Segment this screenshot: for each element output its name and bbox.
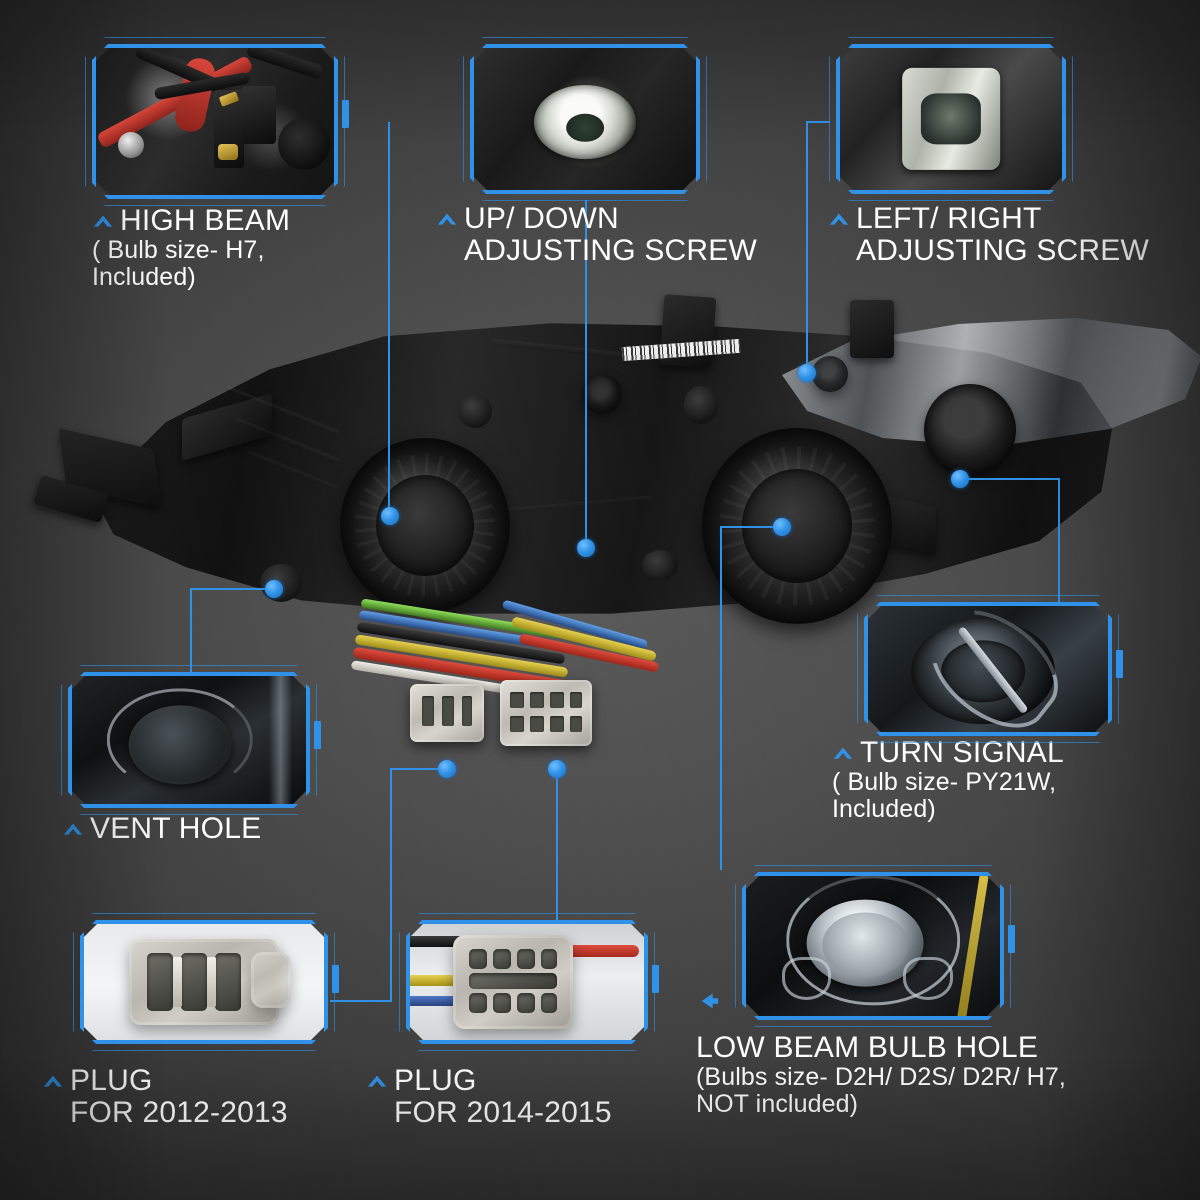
- leader-plug1-c: [390, 768, 446, 770]
- callout-plug-2012-2013: [80, 920, 339, 1044]
- chevron-up-icon: [62, 819, 84, 841]
- callout-sub1: ADJUSTING SCREW: [464, 234, 758, 268]
- leader-vent-b: [190, 588, 274, 590]
- label-low-beam-bulb-hole: LOW BEAM BULB HOLE (Bulbs size- D2H/ D2S…: [696, 993, 1196, 1118]
- callout-title: VENT HOLE: [90, 812, 262, 845]
- leader-lowbeam-a: [720, 526, 782, 528]
- leader-left-right-b: [806, 121, 808, 373]
- chevron-up-icon: [366, 1071, 388, 1093]
- label-vent-hole: VENT HOLE: [62, 812, 362, 845]
- callout-title: LOW BEAM BULB HOLE: [696, 1031, 1039, 1064]
- callout-title: HIGH BEAM: [120, 204, 291, 237]
- chevron-up-icon: [92, 211, 114, 233]
- leader-vent-a: [190, 588, 192, 678]
- high-beam-bowl: [340, 438, 510, 613]
- housing-post: [684, 386, 718, 424]
- plug-2014-2015-photo: [410, 924, 644, 1040]
- chevron-up-icon: [828, 209, 850, 231]
- hotspot-vent-hole: [265, 580, 283, 598]
- callout-sub1: ( Bulb size- PY21W,: [832, 768, 1057, 797]
- callout-plug-2014-2015: [406, 920, 659, 1044]
- leader-turn-b: [1058, 478, 1060, 608]
- leader-lowbeam-b: [720, 526, 722, 870]
- hotspot-low-beam: [773, 518, 791, 536]
- arrow-right-icon: [698, 990, 720, 1012]
- hotspot-plug-2012-2013: [438, 760, 456, 778]
- callout-sub2: NOT included): [696, 1089, 859, 1118]
- leader-plug1-a: [330, 1000, 392, 1002]
- harness-connector-right: [500, 680, 592, 746]
- label-plug-2014-2015: PLUG FOR 2014-2015: [366, 1064, 686, 1130]
- callout-title: PLUG: [394, 1064, 477, 1097]
- leader-left-right-a: [806, 121, 830, 123]
- callout-sub2: Included): [92, 262, 196, 291]
- label-left-right-adjusting-screw: LEFT/ RIGHT ADJUSTING SCREW: [828, 202, 1200, 268]
- label-turn-signal: TURN SIGNAL ( Bulb size- PY21W, Included…: [832, 736, 1192, 823]
- callout-title: LEFT/ RIGHT: [856, 202, 1042, 235]
- chevron-up-icon: [42, 1071, 64, 1093]
- hotspot-up-down-screw: [577, 539, 595, 557]
- callout-vent-hole: [68, 672, 321, 808]
- callout-sub2: Included): [832, 794, 936, 823]
- turn-signal-socket-on-housing: [924, 384, 1016, 476]
- hotspot-left-right-screw: [798, 364, 816, 382]
- chevron-up-icon: [436, 209, 458, 231]
- hotspot-turn-signal: [951, 470, 969, 488]
- turn-signal-socket-photo: [868, 606, 1108, 732]
- callout-sub1: FOR 2014-2015: [394, 1096, 612, 1130]
- up-down-screw-on-housing: [582, 374, 622, 414]
- label-plug-2012-2013: PLUG FOR 2012-2013: [42, 1064, 362, 1130]
- callout-title: TURN SIGNAL: [860, 736, 1064, 769]
- callout-sub1: ( Bulb size- H7,: [92, 236, 265, 265]
- callout-up-down-adjusting-screw: [470, 44, 700, 194]
- leader-plug1-b: [390, 768, 392, 1000]
- callout-high-beam: [92, 44, 349, 199]
- callout-left-right-adjusting-screw: [836, 44, 1066, 194]
- leader-high-beam: [388, 122, 390, 516]
- chevron-up-icon: [832, 743, 854, 765]
- leader-turn-a: [960, 478, 1060, 480]
- callout-title: UP/ DOWN: [464, 202, 619, 235]
- label-up-down-adjusting-screw: UP/ DOWN ADJUSTING SCREW: [436, 202, 806, 268]
- left-right-adjusting-screw-photo: [840, 48, 1062, 190]
- label-high-beam: HIGH BEAM ( Bulb size- H7, Included): [92, 204, 372, 291]
- callout-title: PLUG: [70, 1064, 153, 1097]
- wiring-harness: [350, 598, 680, 746]
- mounting-tab: [850, 300, 894, 358]
- housing-post: [458, 394, 492, 428]
- vent-hole-photo: [72, 676, 306, 804]
- plug-2012-2013-photo: [84, 924, 324, 1040]
- high-beam-bulb-socket-photo: [96, 48, 334, 195]
- callout-sub1: FOR 2012-2013: [70, 1096, 288, 1130]
- housing-post: [642, 550, 678, 580]
- callout-sub1: ADJUSTING SCREW: [856, 234, 1150, 268]
- low-beam-bulb-hole-photo: [746, 876, 1000, 1016]
- up-down-adjusting-screw-photo: [474, 48, 696, 190]
- callout-turn-signal: [864, 602, 1123, 736]
- callout-low-beam-bulb-hole: [742, 872, 1015, 1020]
- hotspot-high-beam: [381, 507, 399, 525]
- callout-sub1: (Bulbs size- D2H/ D2S/ D2R/ H7,: [696, 1063, 1066, 1092]
- harness-connector-left: [410, 684, 484, 742]
- left-right-screw-on-housing: [812, 356, 848, 392]
- hotspot-plug-2014-2015: [548, 760, 566, 778]
- leader-up-down: [585, 200, 587, 548]
- leader-plug2-a: [556, 768, 558, 920]
